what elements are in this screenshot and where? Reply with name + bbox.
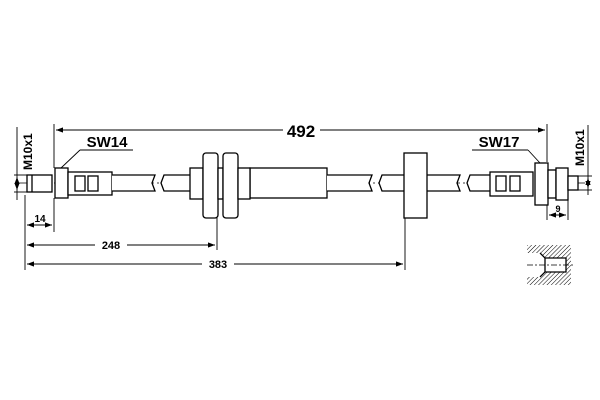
grommet: [189, 152, 251, 219]
clamp-bracket: [403, 152, 428, 219]
hose: [112, 167, 490, 199]
thread-length-left-label: 14: [34, 214, 46, 225]
left-fitting: [26, 167, 113, 199]
thread-spec-right: M10x1: [573, 129, 587, 166]
right-fitting: [489, 162, 579, 206]
total-length-label: 492: [287, 122, 315, 141]
thread-length-right-label: 9: [555, 204, 560, 214]
clamp-distance-label: 383: [209, 259, 227, 271]
wrench-size-right: SW17: [479, 134, 520, 151]
wrench-size-left: SW14: [87, 134, 129, 151]
port-section-detail: [527, 245, 574, 285]
grommet-distance-label: 248: [102, 240, 120, 252]
thread-spec-left: M10x1: [21, 133, 35, 170]
